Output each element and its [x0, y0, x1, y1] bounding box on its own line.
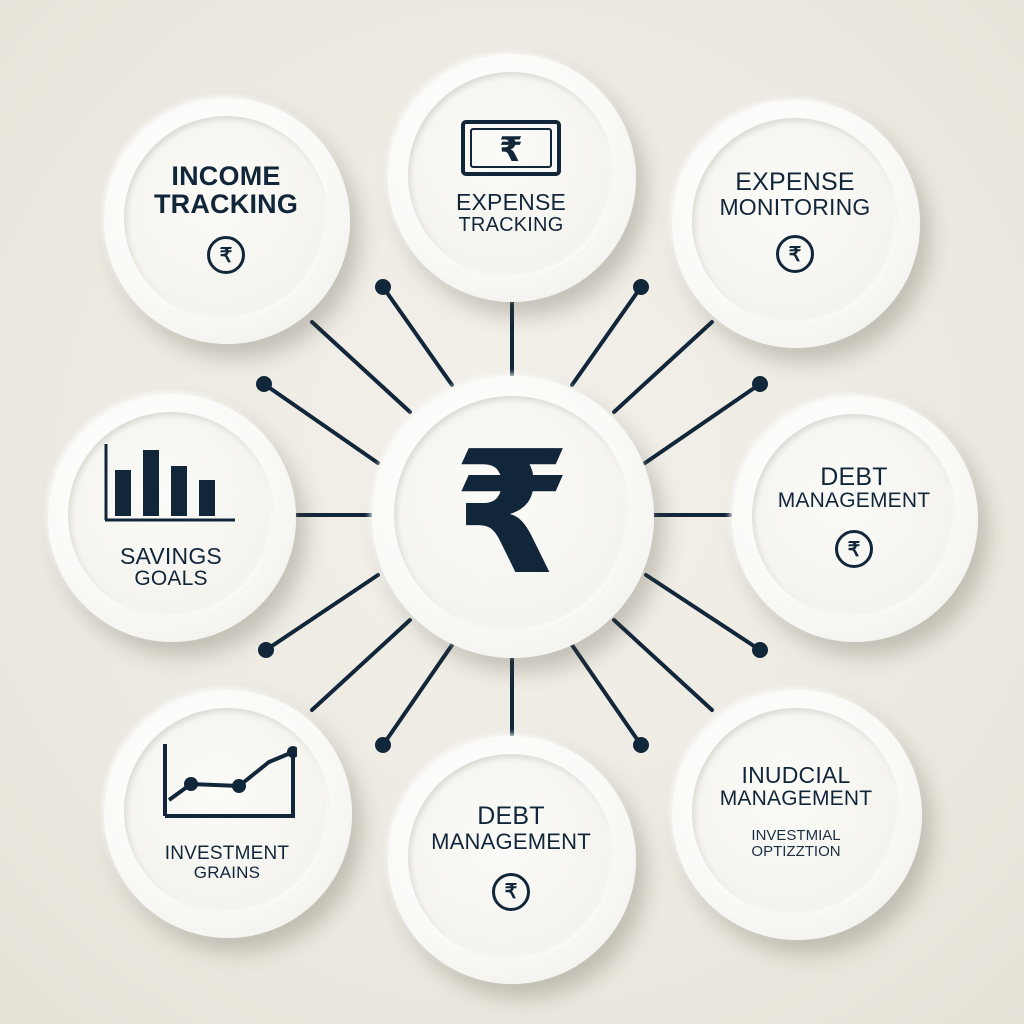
- rupee-glyph: ₹: [504, 881, 518, 904]
- connector-dot: [752, 642, 768, 658]
- center-rupee-node[interactable]: ₹: [372, 376, 654, 658]
- node-title-line2: TRACKING: [458, 213, 564, 236]
- node-face: DEBT MANAGEMENT ₹: [408, 754, 614, 960]
- rupee-glyph: ₹: [499, 130, 523, 170]
- connector-dot: [633, 279, 649, 295]
- node-expense-monitoring[interactable]: EXPENSE MONITORING ₹: [672, 100, 920, 348]
- node-expense-tracking[interactable]: ₹ EXPENSE TRACKING: [388, 54, 636, 302]
- node-title-line1: EXPENSE: [455, 189, 567, 216]
- node-title-line2: MANAGEMENT: [777, 489, 931, 513]
- node-title-line2: MANAGEMENT: [431, 828, 591, 854]
- connector-line: [570, 643, 643, 747]
- connector-dot: [375, 279, 391, 295]
- node-face: INUDCIAL MANAGEMENT INVESTMIAL OPTIZZTIO…: [692, 708, 900, 916]
- node-income-tracking[interactable]: INCOME TRACKING ₹: [104, 98, 350, 344]
- node-subtitle-line2: OPTIZZTION: [751, 843, 841, 861]
- node-face: INCOME TRACKING ₹: [124, 116, 328, 320]
- node-face: EXPENSE MONITORING ₹: [692, 118, 898, 324]
- node-debt-management-bottom[interactable]: DEBT MANAGEMENT ₹: [388, 736, 636, 984]
- rupee-coin-icon: ₹: [835, 530, 873, 569]
- connector-dot: [375, 737, 391, 753]
- node-face: ₹ EXPENSE TRACKING: [408, 72, 614, 278]
- rupee-banknote-icon: ₹: [461, 120, 561, 177]
- connector-line: [310, 320, 412, 414]
- node-title-line1: DEBT: [477, 802, 545, 831]
- node-title-line2: GOALS: [134, 567, 208, 591]
- rupee-coin-icon: ₹: [776, 235, 814, 274]
- connector-dot: [752, 376, 768, 392]
- connector-line: [612, 618, 714, 712]
- node-face: INVESTMENT GRAINS: [124, 708, 330, 914]
- connector-line: [262, 382, 380, 465]
- bar-chart-icon: [104, 443, 235, 522]
- connector-dot: [633, 737, 649, 753]
- node-debt-management-right[interactable]: DEBT MANAGEMENT ₹: [732, 396, 978, 642]
- rupee-glyph: ₹: [219, 244, 233, 267]
- connector-line: [264, 573, 380, 652]
- node-title-line2: TRACKING: [153, 189, 299, 219]
- rupee-glyph: ₹: [788, 243, 802, 266]
- connector-line: [570, 285, 643, 387]
- node-title-line2: MONITORING: [719, 194, 871, 221]
- node-title-line1: INVESTMENT: [164, 843, 290, 865]
- connector-line: [381, 285, 454, 387]
- rupee-glyph: ₹: [847, 538, 861, 561]
- rupee-coin-icon: ₹: [207, 236, 245, 275]
- node-investment-grains[interactable]: INVESTMENT GRAINS: [104, 690, 352, 938]
- node-title-line1: INUDCIAL: [741, 762, 851, 789]
- connector-dot: [258, 642, 274, 658]
- node-title-line1: SAVINGS: [120, 542, 222, 569]
- node-title-line2: GRAINS: [193, 863, 261, 883]
- connector-dot: [256, 376, 272, 392]
- connector-line: [612, 320, 714, 414]
- line-chart-icon: [163, 744, 297, 819]
- node-face: DEBT MANAGEMENT ₹: [752, 414, 956, 618]
- rupee-icon: ₹: [452, 415, 572, 613]
- node-savings-goals[interactable]: SAVINGS GOALS: [48, 394, 296, 642]
- node-title-line1: EXPENSE: [735, 167, 855, 196]
- node-title-line2: MANAGEMENT: [719, 786, 873, 810]
- node-title-line1: DEBT: [820, 462, 888, 491]
- node-subtitle-line1: INVESTMIAL: [751, 826, 841, 844]
- node-face: SAVINGS GOALS: [68, 412, 274, 618]
- rupee-coin-icon: ₹: [492, 872, 530, 911]
- node-inudcial-management[interactable]: INUDCIAL MANAGEMENT INVESTMIAL OPTIZZTIO…: [672, 690, 922, 940]
- node-title-line1: INCOME: [171, 160, 281, 191]
- connector-line: [644, 573, 762, 652]
- connector-line: [643, 382, 762, 465]
- center-rupee-face: ₹: [394, 396, 630, 632]
- connector-line: [381, 643, 454, 747]
- connector-line: [310, 618, 412, 712]
